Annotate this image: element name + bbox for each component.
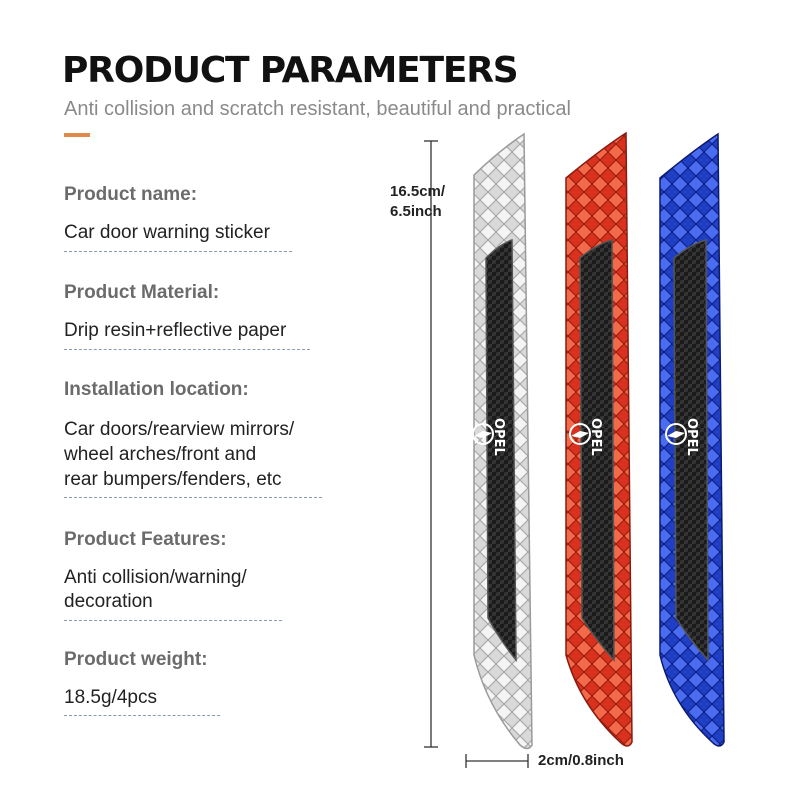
brand-logo-icon — [569, 423, 591, 445]
param-label: Product weight: — [64, 649, 208, 670]
page-title: PRODUCT PARAMETERS — [62, 50, 519, 91]
param-value-line: rear bumpers/fenders, etc — [64, 469, 282, 490]
brand-logo-icon — [472, 423, 494, 445]
width-dimension-line — [465, 754, 529, 768]
brand-text: OPEL — [588, 418, 603, 456]
sticker-blue: OPEL — [659, 132, 725, 747]
param-label: Installation location: — [64, 379, 249, 400]
brand-logo-icon — [665, 423, 687, 445]
carbon-insert — [673, 239, 709, 662]
param-value-line: Anti collision/warning/ — [64, 567, 247, 588]
param-label: Product name: — [64, 184, 198, 205]
length-dimension-line — [424, 140, 438, 748]
sticker-silver: OPEL — [472, 132, 533, 750]
sticker-red: OPEL — [565, 131, 633, 747]
length-label-line: 6.5inch — [390, 203, 442, 220]
carbon-insert — [579, 239, 615, 662]
accent-bar — [64, 133, 90, 137]
param-value-line: decoration — [64, 591, 153, 612]
param-label: Product Features: — [64, 529, 227, 550]
param-value-line: Car door warning sticker — [64, 222, 270, 243]
param-value-line: Car doors/rearview mirrors/ — [64, 419, 295, 440]
length-label-line: 16.5cm/ — [390, 183, 446, 200]
param-value-line: wheel arches/front and — [64, 444, 257, 465]
divider — [64, 251, 292, 252]
param-value-line: 18.5g/4pcs — [64, 687, 157, 708]
divider — [64, 497, 322, 498]
page-subtitle: Anti collision and scratch resistant, be… — [64, 98, 571, 120]
brand-text: OPEL — [491, 418, 506, 456]
divider — [64, 715, 220, 716]
param-value-line: Drip resin+reflective paper — [64, 320, 287, 341]
param-label: Product Material: — [64, 282, 220, 303]
carbon-insert — [485, 238, 517, 663]
length-label: 16.5cm/ 6.5inch — [390, 182, 445, 222]
width-label: 2cm/0.8inch — [538, 752, 624, 769]
brand-text: OPEL — [684, 418, 699, 456]
divider — [64, 620, 282, 621]
divider — [64, 349, 310, 350]
